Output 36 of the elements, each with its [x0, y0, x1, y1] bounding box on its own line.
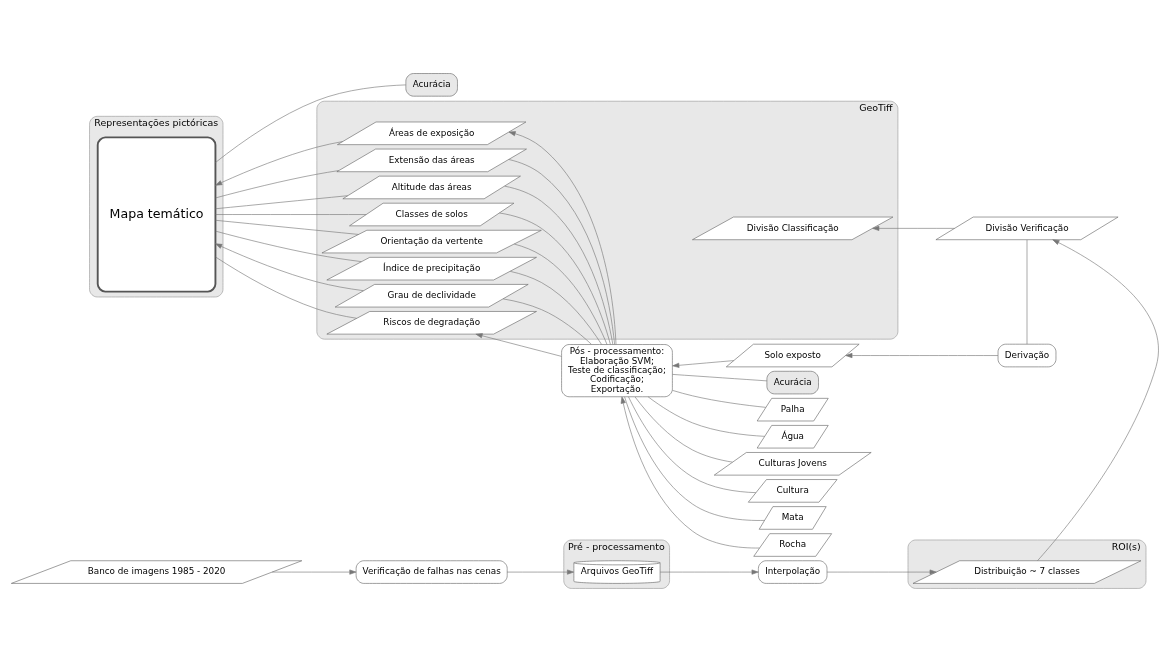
- node-box: Pós - processamento: Elaboração SVM; Teste de classificação; Codificação; Exportação.: [561, 343, 673, 397]
- arrow: [872, 225, 955, 231]
- connector: [215, 213, 367, 215]
- connector: [215, 194, 349, 209]
- arrow: [659, 569, 759, 575]
- node-box: Verificação de falhas nas cenas: [355, 559, 508, 584]
- arrow: [271, 569, 357, 575]
- arrow: [672, 359, 735, 368]
- node-box: Acurácia: [405, 72, 458, 96]
- arrow: [215, 242, 364, 291]
- connector: [215, 219, 359, 235]
- arrow: [506, 569, 574, 575]
- connector: [672, 389, 767, 408]
- connector: [624, 396, 765, 521]
- arrow: [845, 352, 999, 358]
- node-box: Interpolação: [758, 559, 828, 584]
- arrow: [1037, 238, 1159, 561]
- node-box: Mapa temático: [96, 135, 217, 293]
- connector: [1026, 239, 1028, 344]
- connector: [215, 169, 339, 198]
- connector: [514, 243, 608, 345]
- arrow: [215, 140, 343, 186]
- connector: [672, 373, 768, 381]
- connector: [499, 212, 611, 345]
- connector: [634, 396, 733, 462]
- connector: [504, 185, 614, 345]
- arrow: [620, 396, 760, 548]
- connector: [215, 256, 357, 319]
- node-box: Derivação: [997, 343, 1057, 367]
- node-box: Acurácia: [766, 370, 819, 394]
- connector: [215, 84, 406, 163]
- connector: [647, 396, 765, 437]
- connector: [215, 230, 362, 262]
- arrow: [826, 569, 937, 575]
- connector: [628, 396, 757, 493]
- arrow: [475, 332, 562, 357]
